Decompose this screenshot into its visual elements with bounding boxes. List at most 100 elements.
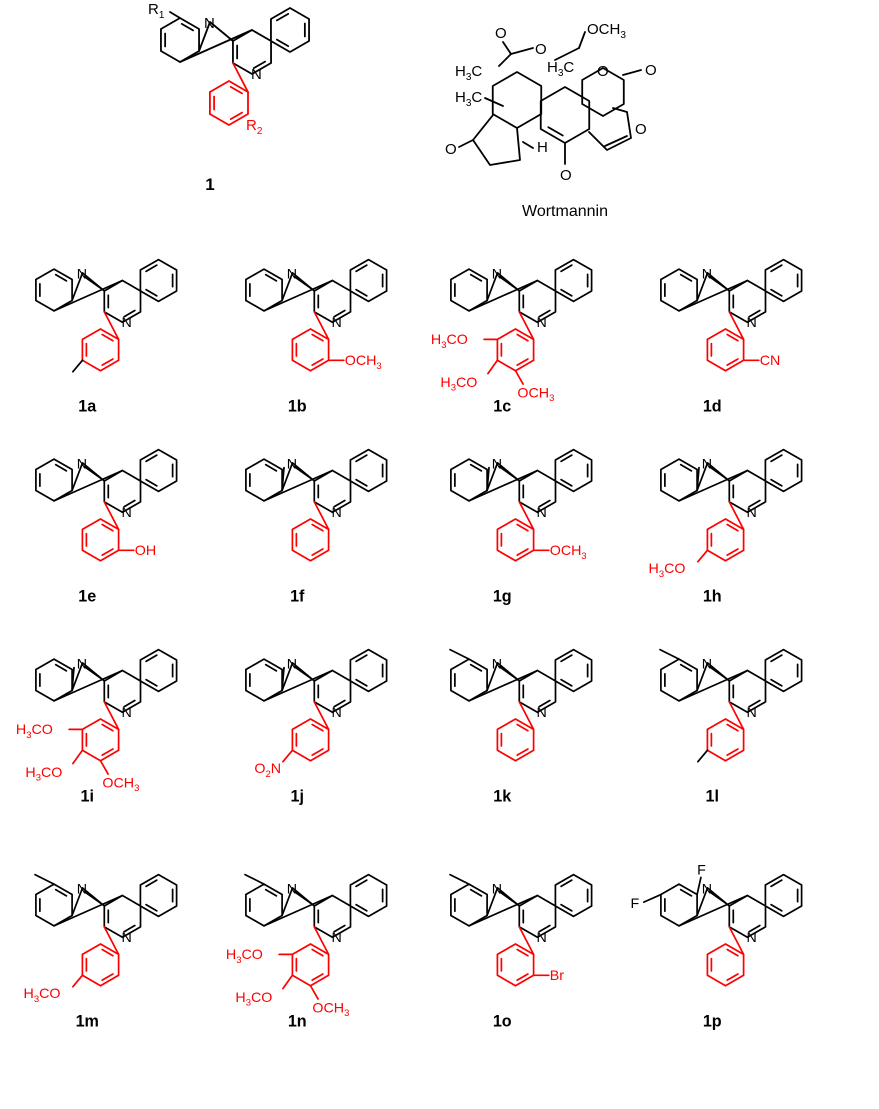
nitrogen-quinoline-label: N — [121, 705, 131, 721]
nitrogen-imidazole-label: N — [492, 267, 502, 283]
methyl-bond — [696, 466, 700, 492]
imidazole-bond — [678, 894, 749, 927]
double-bond — [293, 275, 312, 289]
double-bond — [726, 948, 739, 957]
nitrogen-imidazole-label: N — [702, 267, 712, 283]
imidazole-bond — [468, 469, 539, 502]
double-bond — [708, 465, 727, 479]
carbonyl-bond — [458, 139, 474, 148]
benzo-ring — [764, 258, 803, 303]
lactone-ring — [581, 67, 625, 117]
methoxy-label: OCH3 — [102, 775, 139, 794]
oxygen-label: O — [645, 62, 657, 79]
methoxy-bond — [309, 984, 319, 1000]
nitrogen-quinoline-label: N — [746, 315, 756, 331]
double-bond — [229, 111, 243, 121]
aryl-ring — [81, 718, 120, 762]
methoxy-label: H3CO — [25, 765, 62, 784]
compound-label: 1i — [81, 788, 94, 806]
double-bond — [101, 973, 114, 982]
double-bond — [726, 723, 739, 732]
double-bond — [708, 665, 727, 679]
acetoxy-bond — [510, 47, 534, 55]
nitro-bond — [282, 749, 294, 763]
aryl-ring — [706, 518, 745, 562]
nitrogen-imidazole-label: N — [77, 267, 87, 283]
double-bond — [469, 273, 483, 282]
aryl-ring — [496, 328, 535, 372]
double-bond — [101, 333, 114, 342]
double-bond — [679, 663, 693, 672]
double-bond — [123, 309, 136, 318]
methyl-bond — [281, 666, 285, 692]
nitrogen-imidazole-label: N — [702, 657, 712, 673]
benzo-ring — [554, 448, 593, 493]
wortmannin-label: Wortmannin — [522, 203, 608, 220]
double-bond — [708, 890, 727, 904]
compound-label: 1a — [78, 398, 97, 416]
nitrogen-quinoline-label: N — [121, 315, 131, 331]
double-bond — [276, 12, 290, 22]
double-bond — [469, 888, 483, 897]
stereo-bond — [522, 141, 534, 149]
double-bond — [101, 523, 114, 532]
aryl-bond — [518, 925, 535, 956]
double-bond — [264, 273, 278, 282]
cyano-label: CN — [760, 353, 781, 369]
methoxy-bond — [99, 759, 109, 775]
double-bond — [355, 478, 368, 487]
double-bond — [54, 888, 68, 897]
double-bond — [560, 903, 573, 912]
benzo-ring — [554, 258, 593, 303]
aryl-bond — [103, 700, 120, 731]
double-bond — [560, 288, 573, 297]
double-bond — [276, 38, 290, 48]
double-bond — [748, 699, 761, 708]
acetoxy-bond — [554, 47, 580, 61]
double-bond — [748, 309, 761, 318]
nitrogen-imidazole-label: N — [492, 657, 502, 673]
nitrogen-quinoline-label: N — [746, 930, 756, 946]
double-bond — [83, 465, 102, 479]
double-bond — [679, 463, 693, 472]
double-bond — [469, 663, 483, 672]
double-bond — [770, 288, 783, 297]
methyl-bond — [281, 466, 285, 492]
methyl-bond — [244, 873, 265, 885]
imidazole-bond — [53, 894, 124, 927]
double-bond — [264, 463, 278, 472]
benzo-ring — [139, 448, 178, 493]
double-bond — [726, 333, 739, 342]
nitrogen-quinoline-label: N — [121, 505, 131, 521]
fluoro-bond — [642, 893, 662, 904]
aryl-ring — [291, 328, 330, 372]
double-bond — [229, 85, 243, 95]
fluorine-label: F — [631, 896, 640, 912]
aryl-bond — [313, 310, 330, 341]
double-bond — [498, 890, 517, 904]
double-bond — [311, 523, 324, 532]
double-bond — [516, 358, 529, 367]
methoxy-bond — [514, 369, 524, 385]
aryl-ring — [291, 718, 330, 762]
double-bond — [726, 748, 739, 757]
double-bond — [355, 264, 368, 273]
double-bond — [54, 663, 68, 672]
aryl-bond — [232, 62, 249, 93]
double-bond — [516, 548, 529, 557]
nitrogen-imidazole-label: N — [702, 457, 712, 473]
methoxy-label: H3CO — [649, 561, 686, 580]
imidazole-bond — [179, 29, 253, 63]
double-bond — [770, 454, 783, 463]
acetyl-methyl-label: H3C — [455, 63, 482, 83]
double-bond — [311, 358, 324, 367]
double-bond — [101, 748, 114, 757]
methoxy-label: OCH3 — [312, 1000, 349, 1019]
double-bond — [293, 890, 312, 904]
fluorine-label: F — [697, 863, 706, 879]
